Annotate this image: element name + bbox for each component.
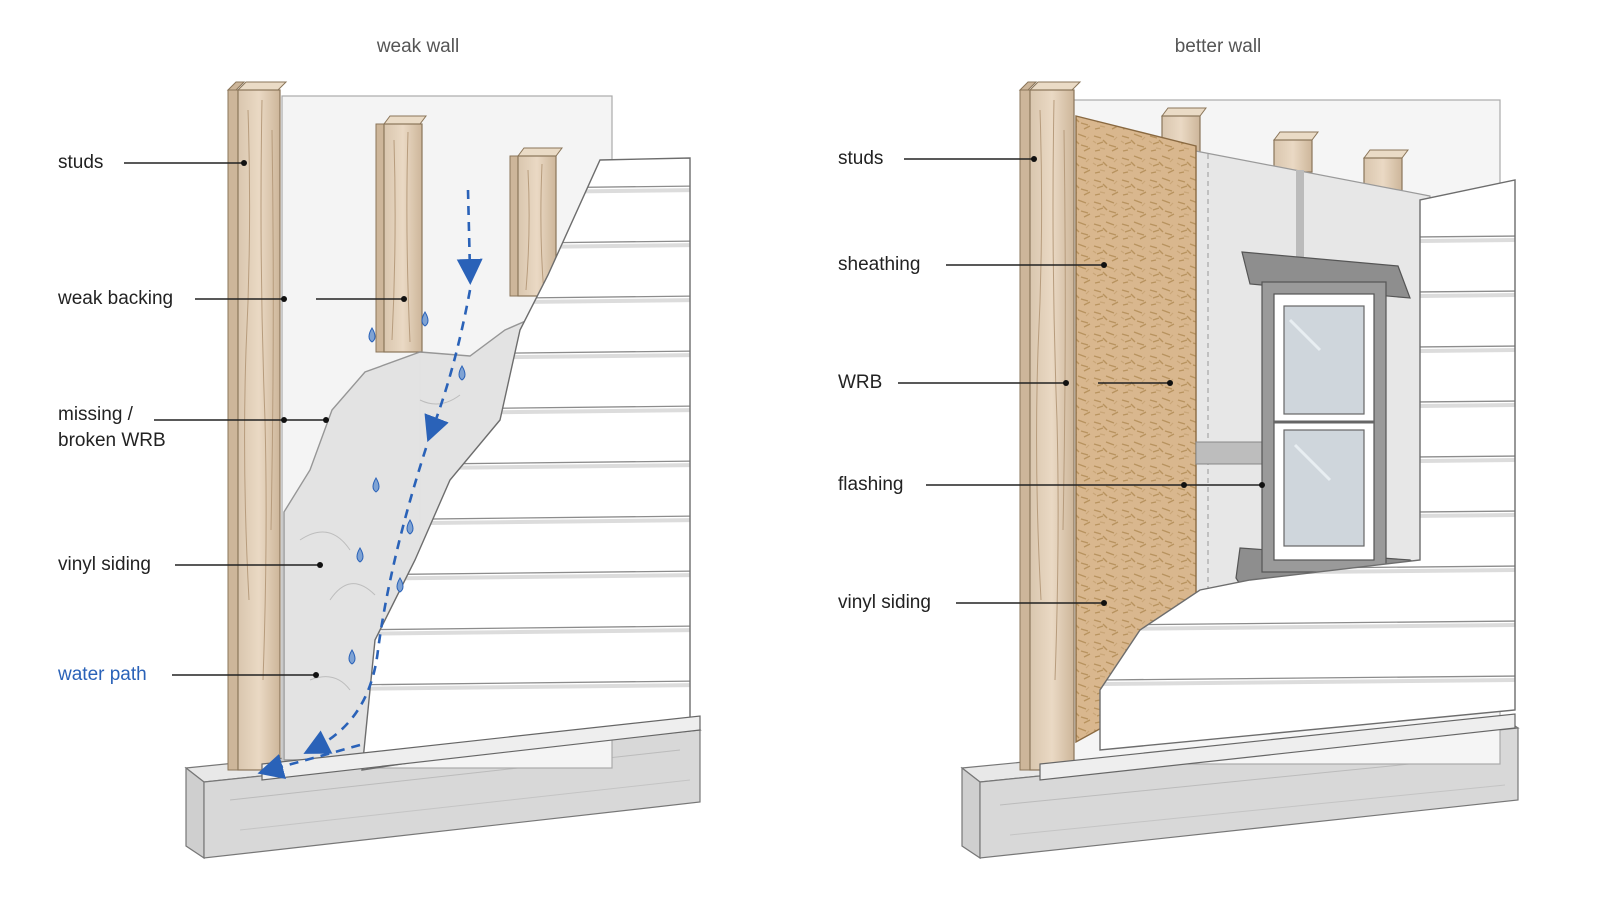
stud — [375, 115, 427, 353]
better-wall-labels: studs sheathing WRB flashing vinyl sidin… — [838, 148, 1265, 613]
stud — [1018, 81, 1082, 771]
flashing-tape — [1195, 441, 1267, 465]
better-wall-title: better wall — [1175, 36, 1262, 57]
label-weak-backing: weak backing — [57, 288, 173, 309]
better-wall-panel: better wall — [838, 36, 1520, 860]
label-wrb: WRB — [838, 372, 882, 393]
water-path — [257, 189, 483, 780]
window — [1235, 251, 1425, 601]
water-drop-icon — [421, 311, 429, 327]
label-studs: studs — [838, 148, 883, 169]
weak-wall-labels: studs weak backing missing / broken WRB … — [57, 152, 407, 685]
stud — [1273, 131, 1319, 173]
stud — [1363, 149, 1409, 193]
water-drop-icon — [372, 477, 380, 493]
weak-wall-title: weak wall — [376, 36, 459, 57]
stud — [226, 81, 288, 771]
label-sheathing: sheathing — [838, 254, 920, 275]
weak-wall-panel: weak wall — [57, 36, 702, 860]
water-drops — [348, 311, 466, 665]
label-missing-wrb-line2: broken WRB — [58, 430, 166, 451]
water-drop-icon — [368, 327, 376, 343]
water-drop-icon — [356, 547, 364, 563]
label-vinyl-siding: vinyl siding — [838, 592, 931, 613]
label-vinyl-siding: vinyl siding — [58, 554, 151, 575]
label-water-path: water path — [57, 664, 147, 685]
water-drop-icon — [458, 365, 466, 381]
water-drop-icon — [396, 577, 404, 593]
label-missing-wrb-line1: missing / — [58, 404, 134, 425]
label-studs: studs — [58, 152, 103, 173]
label-flashing: flashing — [838, 474, 904, 495]
water-drop-icon — [348, 649, 356, 665]
water-drop-icon — [406, 519, 414, 535]
starter-strip — [1039, 713, 1516, 781]
